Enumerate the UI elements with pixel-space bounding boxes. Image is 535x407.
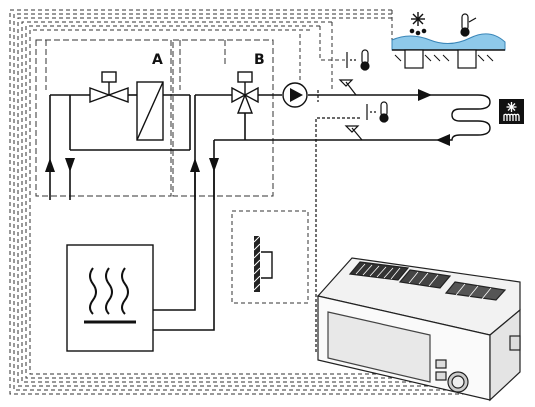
- section-label-b: B: [254, 52, 265, 68]
- flow-arrow-down-b: [209, 158, 219, 172]
- wall-sensor-box: [231, 210, 309, 304]
- supply-temperature-sensor-icon: [346, 49, 370, 71]
- flow-arrow-up-a: [45, 158, 55, 172]
- flow-arrow-up-b: [190, 158, 200, 172]
- return-temperature-sensor-icon: [366, 101, 389, 123]
- piping: [49, 94, 430, 331]
- heat-source-icon: [84, 267, 136, 324]
- snow-melt-icon: [409, 12, 427, 36]
- snow-melt-surface: [391, 33, 506, 69]
- supply-sensor-probe: [317, 79, 357, 102]
- heat-exchanger: [136, 81, 164, 141]
- flow-arrow-down-a: [65, 158, 75, 172]
- flow-arrow-supply: [418, 89, 432, 101]
- snow-melting-badge-icon: [499, 99, 524, 124]
- module-boundaries: [35, 39, 274, 197]
- three-way-valve-b: [231, 71, 259, 114]
- circulation-pump: [282, 82, 308, 108]
- section-label-a: A: [152, 52, 163, 68]
- two-way-valve-a: [89, 71, 129, 104]
- controller-unit-icon: [316, 257, 521, 402]
- outdoor-temperature-sensor-icon: [460, 13, 477, 37]
- floor-heating-coil-icon: [430, 94, 491, 141]
- wiring-boundaries: [9, 9, 470, 395]
